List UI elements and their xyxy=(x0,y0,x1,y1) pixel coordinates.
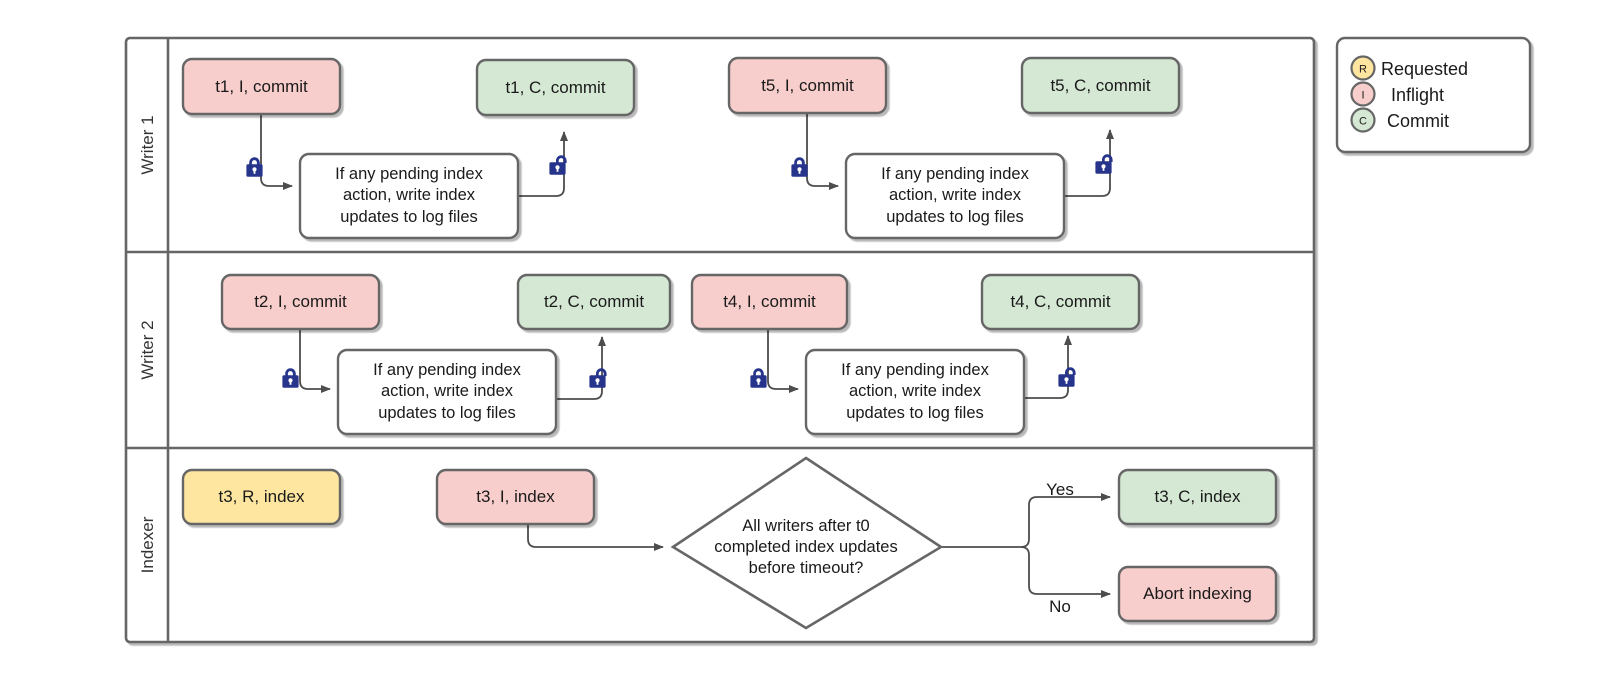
legend-item-requested: R Requested xyxy=(1350,55,1468,81)
node-w1-t5-inflight[interactable]: t5, I, commit xyxy=(727,56,888,115)
node-ix-t3-requested[interactable]: t3, R, index xyxy=(181,468,342,526)
decision-diamond-shape xyxy=(670,456,944,630)
node-box xyxy=(435,468,596,526)
node-label: t1, C, commit xyxy=(505,77,606,97)
node-box xyxy=(336,348,558,436)
lane-label-indexer: Indexer xyxy=(138,516,157,573)
legend-badge-requested-icon xyxy=(1350,55,1376,81)
node-label: All writers after t0 completed index upd… xyxy=(714,516,898,578)
lock-closed-icon xyxy=(282,368,299,388)
legend-label-inflight: Inflight xyxy=(1391,85,1444,105)
lane-label-writer2: Writer 2 xyxy=(138,320,157,379)
node-label: t4, C, commit xyxy=(1010,292,1111,312)
node-label: t3, C, index xyxy=(1154,487,1241,507)
lock-open-icon xyxy=(1095,154,1113,174)
node-box xyxy=(220,273,381,331)
node-w1-proc-right[interactable]: If any pending index action, write index… xyxy=(844,152,1066,240)
node-box xyxy=(298,152,520,240)
node-label: If any pending index action, write index… xyxy=(881,165,1029,226)
edge-w1-t5-to-proc xyxy=(806,112,839,190)
lane-writer2-content: t2, I, commit t2, C, commit t4, I, commi… xyxy=(220,273,1141,436)
node-box xyxy=(475,58,636,117)
legend-item-commit: C Commit xyxy=(1350,107,1449,133)
node-w2-proc-left[interactable]: If any pending index action, write index… xyxy=(336,348,558,436)
node-label: t5, C, commit xyxy=(1050,75,1151,95)
node-box xyxy=(1117,468,1278,526)
legend-badge-letter: C xyxy=(1359,116,1367,128)
node-w2-proc-right[interactable]: If any pending index action, write index… xyxy=(804,348,1026,436)
legend-label-requested: Requested xyxy=(1381,59,1468,79)
node-box xyxy=(980,273,1141,331)
node-ix-decision[interactable]: All writers after t0 completed index upd… xyxy=(670,456,944,630)
lane-indexer-content: Yes No t3, R, index t3, I, index All wri… xyxy=(181,456,1278,630)
node-box xyxy=(804,348,1026,436)
edge-w1-proc-to-t5commit xyxy=(1063,129,1114,197)
node-w2-t4-commit[interactable]: t4, C, commit xyxy=(980,273,1141,331)
node-box xyxy=(1020,56,1181,115)
lock-open-icon xyxy=(1058,367,1076,387)
node-w1-t5-commit[interactable]: t5, C, commit xyxy=(1020,56,1181,115)
node-w1-t1-inflight[interactable]: t1, I, commit xyxy=(181,57,342,116)
edge-w2-proc-to-t2commit xyxy=(557,336,606,400)
lock-open-icon xyxy=(589,368,607,388)
node-ix-t3-inflight[interactable]: t3, I, index xyxy=(435,468,596,526)
lock-closed-icon xyxy=(791,157,808,177)
lane-label-writer1: Writer 1 xyxy=(138,115,157,174)
node-box xyxy=(181,57,342,116)
node-box xyxy=(844,152,1066,240)
edge-label-yes: Yes xyxy=(1046,480,1074,499)
node-w1-t1-commit[interactable]: t1, C, commit xyxy=(475,58,636,117)
node-box xyxy=(727,56,888,115)
node-ix-abort[interactable]: Abort indexing xyxy=(1117,565,1278,623)
node-box xyxy=(1117,565,1278,623)
edge-w2-t4-to-proc xyxy=(767,328,799,393)
edge-w1-proc-to-t1commit xyxy=(517,131,568,197)
edge-decision-no xyxy=(1020,546,1111,598)
node-label: t3, R, index xyxy=(218,487,305,507)
node-w2-t4-inflight[interactable]: t4, I, commit xyxy=(690,273,849,331)
edge-w2-proc-to-t4commit xyxy=(1023,335,1072,399)
lock-closed-icon xyxy=(246,157,263,177)
lock-open-icon xyxy=(549,155,567,175)
lock-closed-icon xyxy=(750,368,767,388)
node-label: t2, C, commit xyxy=(543,292,645,312)
node-label: t2, I, commit xyxy=(254,292,347,312)
node-label: If any pending index action, write index… xyxy=(373,361,521,422)
edge-decision-yes xyxy=(1020,493,1111,548)
legend-box xyxy=(1335,36,1532,154)
node-label: Abort indexing xyxy=(1143,584,1252,604)
node-w2-t2-commit[interactable]: t2, C, commit xyxy=(516,273,672,331)
legend-item-inflight: I Inflight xyxy=(1350,81,1444,107)
legend-label-commit: Commit xyxy=(1387,111,1449,131)
lane-writer1-content: t1, I, commit t1, C, commit t5, I, commi… xyxy=(181,56,1181,240)
edge-w1-t1-to-proc xyxy=(260,114,293,190)
node-label: t5, I, commit xyxy=(761,75,854,95)
node-w1-proc-left[interactable]: If any pending index action, write index… xyxy=(298,152,520,240)
legend-badge-letter: R xyxy=(1359,64,1367,76)
legend: R Requested I Inflight C Commit xyxy=(1335,36,1532,154)
node-label: t4, I, commit xyxy=(723,292,816,312)
node-box xyxy=(516,273,672,331)
node-label: t1, I, commit xyxy=(215,76,308,96)
node-label: If any pending index action, write index… xyxy=(335,165,483,226)
legend-badge-inflight-icon xyxy=(1350,81,1376,107)
node-label: If any pending index action, write index… xyxy=(841,361,989,422)
edge-t3inflight-to-decision xyxy=(527,522,664,551)
legend-badge-letter: I xyxy=(1361,90,1364,102)
node-ix-t3-commit[interactable]: t3, C, index xyxy=(1117,468,1278,526)
node-box xyxy=(181,468,342,526)
node-label: t3, I, index xyxy=(476,487,555,507)
node-w2-t2-inflight[interactable]: t2, I, commit xyxy=(220,273,381,331)
edge-w2-t2-to-proc xyxy=(299,329,331,393)
edge-label-no: No xyxy=(1049,597,1071,616)
legend-badge-commit-icon xyxy=(1350,107,1376,133)
node-box xyxy=(690,273,849,331)
